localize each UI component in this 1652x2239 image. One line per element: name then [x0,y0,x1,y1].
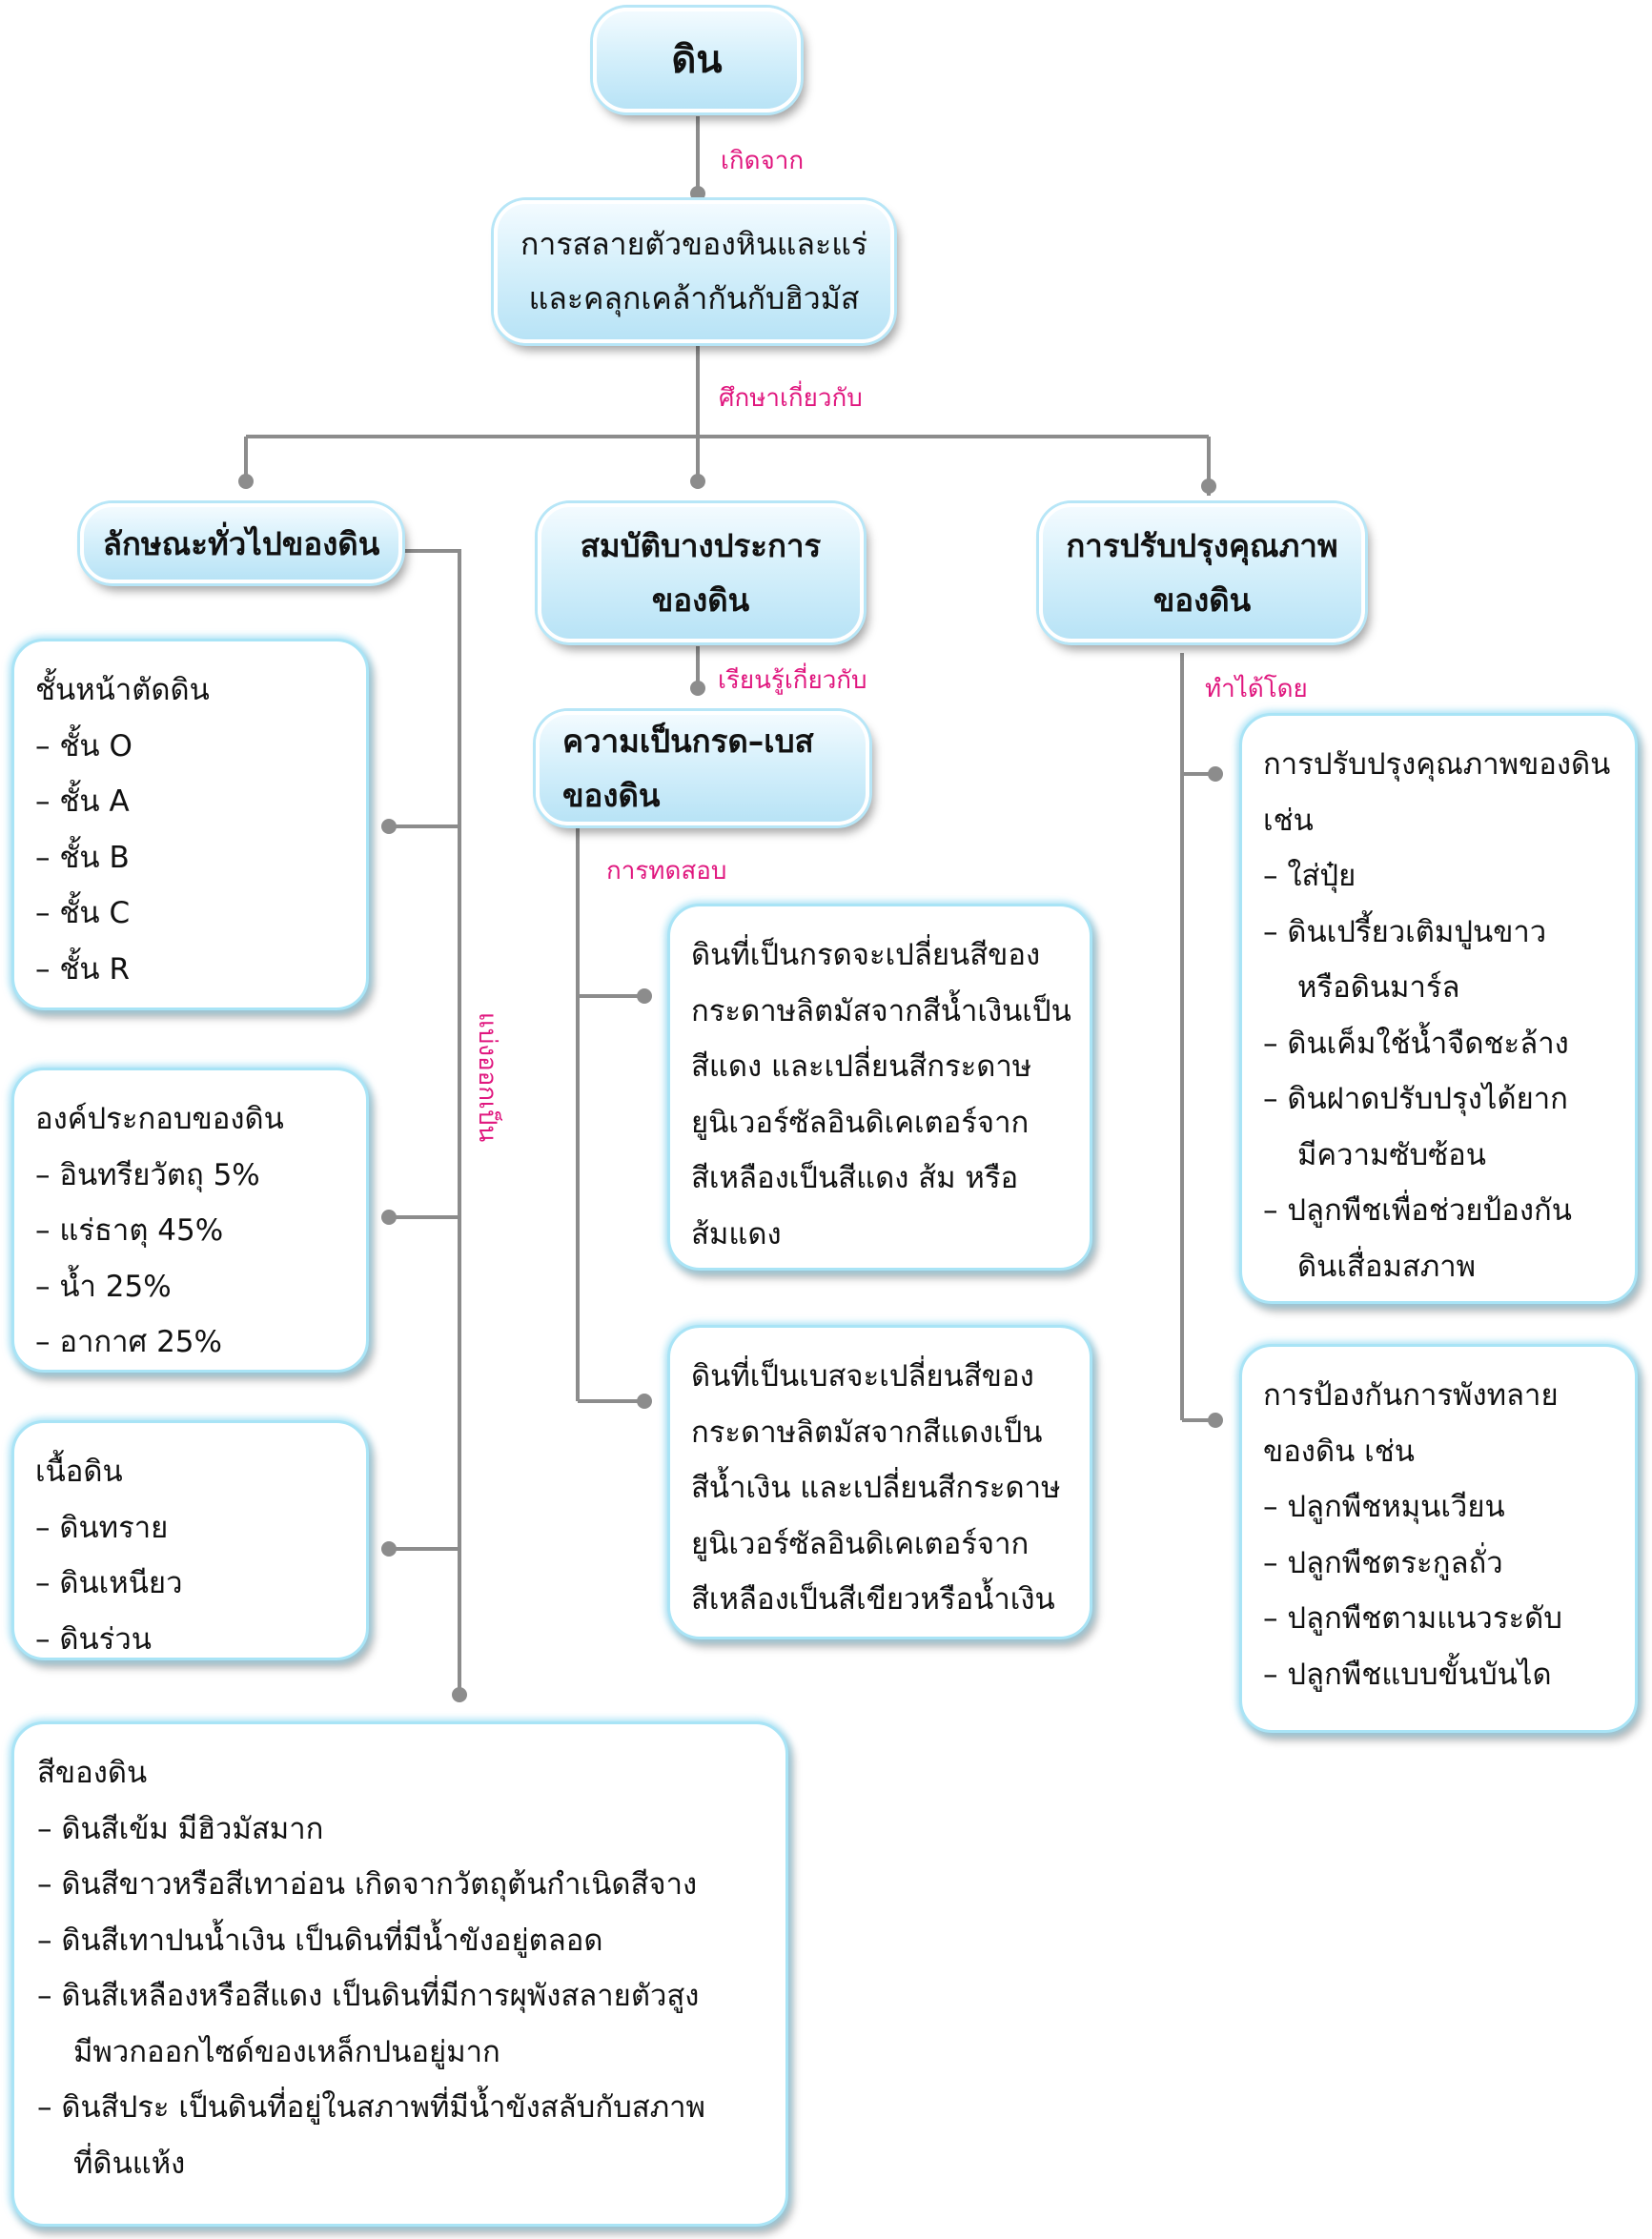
horizons-title: ชั้นหน้าตัดดิน [35,673,210,707]
composition-item: – อินทรียวัตถุ 5% [35,1157,260,1192]
connector-dot [452,1687,467,1702]
texture-item: – ดินทราย [35,1510,169,1545]
color-item: – ดินสีเหลืองหรือสีแดง เป็นดินที่มีการผุ… [37,1979,700,2013]
base-test-line: สีน้ำเงิน และเปลี่ยนสีกระดาษ [691,1471,1061,1505]
branch-improvement-line: การปรับปรุงคุณภาพ [1066,527,1338,564]
erosion-title: ของดิน เช่น [1263,1434,1415,1469]
label-divide: แบ่งออกเป็น [473,1012,501,1143]
branch-properties-line: สมบัติบางประการ [580,527,822,564]
composition-item: – น้ำ 25% [35,1269,172,1304]
connector-dot [1208,1413,1223,1428]
erosion-item: – ปลูกพืชแบบขั้นบันได [1263,1657,1552,1692]
color-item: – ดินสีประ เป็นดินที่อยู่ในสภาพที่มีน้ำข… [37,2090,705,2125]
improve-item: – ดินเปรี้ยวเติมปูนขาว [1263,914,1547,949]
branch-general: ลักษณะทั่วไปของดิน [80,503,402,583]
label-origin: เกิดจาก [721,147,805,175]
color-title: สีของดิน [37,1756,148,1790]
connector-dot [1201,478,1216,494]
texture-item: – ดินร่วน [35,1621,152,1657]
improve-item: – ดินฝาดปรับปรุงได้ยาก [1263,1082,1568,1116]
color-item: – ดินสีเข้ม มีฮิวมัสมาก [37,1811,324,1846]
improve-title: เช่น [1263,803,1314,838]
connector-dot [238,474,254,489]
composition-item: – แร่ธาตุ 45% [35,1213,224,1248]
composition-box: องค์ประกอบของดิน – อินทรียวัตถุ 5% – แร่… [11,1068,369,1373]
improve-item: – ปลูกพืชเพื่อช่วยป้องกัน [1263,1193,1572,1228]
connector-dot [381,819,397,834]
improve-item: – ใส่ปุ๋ย [1263,859,1356,893]
horizons-box: ชั้นหน้าตัดดิน – ชั้น O – ชั้น A – ชั้น … [11,639,369,1010]
label-learn: เรียนรู้เกี่ยวกับ [718,666,867,695]
erosion-item: – ปลูกพืชตระกูลถั่ว [1263,1545,1503,1580]
color-item: – ดินสีขาวหรือสีเทาอ่อน เกิดจากวัตถุต้นก… [37,1867,698,1902]
root-node: ดิน [593,8,801,112]
color-item: – ดินสีเทาปนน้ำเงิน เป็นดินที่มีน้ำขังอย… [37,1923,603,1958]
horizons-item: – ชั้น R [35,951,130,987]
base-test-line: กระดาษลิตมัสจากสีแดงเป็น [691,1415,1043,1450]
connector-dot [1208,766,1223,782]
acid-base-line: ของดิน [562,777,661,814]
branch-improvement: การปรับปรุงคุณภาพ ของดิน [1039,503,1365,642]
connector-dot [381,1541,397,1557]
erosion-title: การป้องกันการพังทลาย [1263,1378,1559,1413]
branch-properties-line: ของดิน [651,581,750,619]
horizons-item: – ชั้น O [35,728,133,763]
improve-item-cont: มีความซับซ้อน [1297,1137,1486,1172]
color-item-cont: มีพวกออกไซด์ของเหล็กปนอยู่มาก [73,2034,500,2069]
texture-title: เนื้อดิน [35,1455,123,1489]
connector-dot [690,186,705,201]
connector-general-trunk [403,549,461,1695]
root-label: ดิน [671,37,723,82]
color-item-cont: ที่ดินแห้ง [73,2146,186,2181]
label-test: การทดสอบ [606,857,727,885]
base-test-box: ดินที่เป็นเบสจะเปลี่ยนสีของ กระดาษลิตมัส… [667,1325,1092,1639]
improve-item-cont: ดินเสื่อมสภาพ [1297,1249,1477,1284]
base-test-line: สีเหลืองเป็นสีเขียวหรือน้ำเงิน [691,1582,1055,1617]
acid-test-line: ส้มแดง [691,1216,782,1252]
acid-base-node: ความเป็นกรด–เบส ของดิน [536,711,869,825]
connector-dot [690,474,705,489]
improve-item-cont: หรือดินมาร์ล [1297,970,1460,1005]
horizons-item: – ชั้น A [35,784,130,819]
color-box: สีของดิน – ดินสีเข้ม มีฮิวมัสมาก – ดินสี… [11,1721,788,2227]
erosion-item: – ปลูกพืชตามแนวระดับ [1263,1601,1562,1636]
base-test-line: ดินที่เป็นเบสจะเปลี่ยนสีของ [691,1359,1034,1394]
erosion-item: – ปลูกพืชหมุนเวียน [1263,1490,1505,1524]
connector-dot [637,1394,652,1409]
acid-test-line: สีเหลืองเป็นสีแดง ส้ม หรือ [691,1161,1019,1195]
acid-test-line: สีแดง และเปลี่ยนสีกระดาษ [691,1049,1032,1084]
origin-line: และคลุกเคล้ากันกับฮิวมัส [528,280,860,316]
connector-dot [690,681,705,696]
acid-test-line: ดินที่เป็นกรดจะเปลี่ยนสีของ [691,938,1041,972]
connector-dot [381,1210,397,1225]
acid-test-box: ดินที่เป็นกรดจะเปลี่ยนสีของ กระดาษลิตมัส… [667,904,1092,1271]
acid-test-line: ยูนิเวอร์ซัลอินดิเคเตอร์จาก [691,1105,1030,1140]
base-test-line: ยูนิเวอร์ซัลอินดิเคเตอร์จาก [691,1526,1030,1561]
origin-node: การสลายตัวของหินและแร่ และคลุกเคล้ากันกั… [494,200,894,343]
horizons-item: – ชั้น B [35,840,130,875]
acid-base-line: ความเป็นกรด–เบส [562,723,814,760]
origin-line: การสลายตัวของหินและแร่ [520,226,868,262]
improve-item: – ดินเค็มใช้น้ำจืดชะล้าง [1263,1026,1569,1061]
erosion-box: การป้องกันการพังทลาย ของดิน เช่น – ปลูกพ… [1239,1344,1638,1733]
connector-origin-branches [244,345,1211,496]
label-study: ศึกษาเกี่ยวกับ [719,384,863,413]
composition-item: – อากาศ 25% [35,1325,222,1359]
acid-test-line: กระดาษลิตมัสจากสีน้ำเงินเป็น [691,993,1071,1028]
horizons-item: – ชั้น C [35,896,131,930]
composition-title: องค์ประกอบของดิน [35,1102,284,1136]
texture-box: เนื้อดิน – ดินทราย – ดินเหนียว – ดินร่วน [11,1420,369,1660]
branch-properties: สมบัติบางประการ ของดิน [538,503,864,642]
improve-title: การปรับปรุงคุณภาพของดิน [1263,747,1611,782]
improve-box: การปรับปรุงคุณภาพของดิน เช่น – ใส่ปุ๋ย –… [1239,713,1638,1304]
texture-item: – ดินเหนียว [35,1566,183,1600]
branch-general-label: ลักษณะทั่วไปของดิน [102,524,380,562]
label-done-by: ทำได้โดย [1205,675,1308,703]
branch-improvement-line: ของดิน [1152,581,1252,619]
connector-dot [637,988,652,1004]
